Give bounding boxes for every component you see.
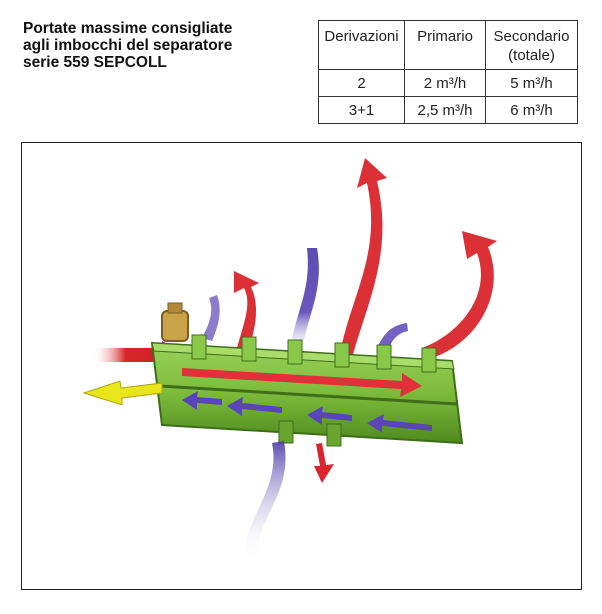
hot-flow-arrow (234, 271, 259, 351)
cold-inlet-arrow (245, 441, 286, 563)
table-row: 3+1 2,5 m³/h 6 m³/h (318, 96, 578, 124)
table-row: 2 2 m³/h 5 m³/h (318, 69, 578, 97)
header-derivazioni: Derivazioni (318, 20, 405, 70)
cold-flow-arrow (290, 248, 319, 355)
hot-flow-arrow (340, 158, 387, 358)
hot-outlet-arrow (314, 443, 334, 483)
figure-heading: Portate massime consigliate agli imbocch… (23, 20, 293, 71)
heading-line-2: agli imbocchi del separatore (23, 37, 233, 54)
heading-line-3: serie 559 SEPCOLL (23, 54, 167, 71)
internal-cold-arrows (182, 391, 432, 433)
cell-primario: 2,5 m³/h (404, 96, 486, 124)
cell-derivazioni: 2 (318, 69, 405, 97)
cold-flow-arrow (202, 295, 220, 341)
heading-line-1: Portate massime consigliate (23, 20, 233, 37)
separator-body (150, 334, 464, 447)
header-secondario-label: Secondario (493, 28, 570, 45)
air-vent-valve (161, 310, 189, 342)
cell-secondario: 6 m³/h (485, 96, 578, 124)
cell-primario: 2 m³/h (404, 69, 486, 97)
header-secondario-sub: (totale) (508, 47, 555, 64)
separator-illustration (21, 142, 582, 590)
separator-diagram (82, 158, 497, 563)
hot-flow-arrow (422, 231, 497, 358)
internal-hot-arrow (182, 368, 422, 397)
cell-derivazioni: 3+1 (318, 96, 405, 124)
cell-secondario: 5 m³/h (485, 69, 578, 97)
table-header-row: Derivazioni Primario Secondario (totale) (318, 20, 578, 70)
header-primario: Primario (404, 20, 486, 70)
cold-flow-arrow (377, 323, 408, 351)
header-secondario: Secondario (totale) (485, 20, 578, 70)
flow-rate-table: Derivazioni Primario Secondario (totale)… (318, 20, 578, 124)
secondary-outlet-arrow (82, 380, 163, 406)
